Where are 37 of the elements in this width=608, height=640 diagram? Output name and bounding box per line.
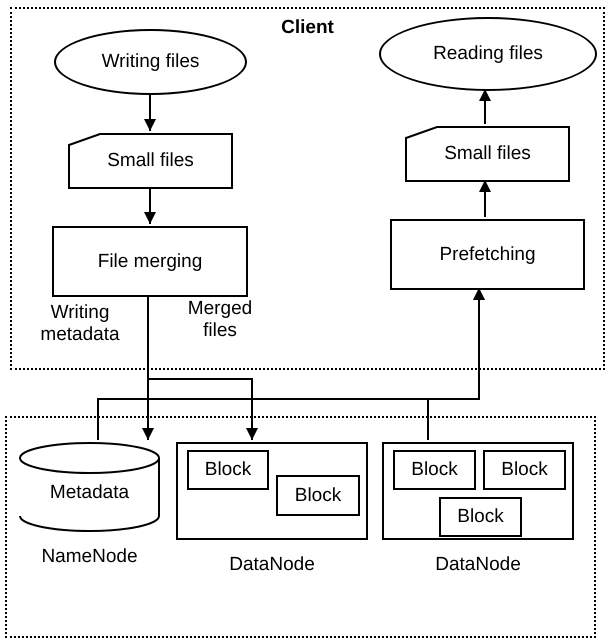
arrow [427,288,485,440]
node-label: Block [411,459,458,481]
process-box [176,442,368,540]
arrow [147,295,258,440]
node-label: Writing files [102,51,200,73]
arrow [479,89,491,124]
node-label: Block [501,459,548,481]
process-box [439,497,522,537]
node-caption: DataNode [228,554,316,576]
node-label: Reading files [433,43,543,65]
process-box [483,450,566,490]
node-caption: DataNode [434,554,522,576]
node-label: File merging [98,250,202,272]
card-shape [405,126,570,182]
node-label: Small files [107,150,194,172]
process-box [390,219,585,290]
node-label: Block [294,484,342,506]
process-box [187,450,269,490]
node-label: Block [457,506,504,528]
card-shape [68,133,233,189]
process-box [382,442,574,540]
node-caption: NameNode [40,546,139,568]
process-box [393,450,476,490]
node-label: Prefetching [439,244,536,266]
process-ellipse [54,29,247,95]
process-box [52,226,248,297]
process-ellipse [379,17,597,91]
arrow [144,93,156,131]
node-label: Small files [444,143,531,165]
region-title: Client [280,17,335,39]
arrow [479,180,491,217]
process-box [276,475,360,516]
dotted-region [5,416,596,638]
database-cylinder [19,442,160,532]
node-label: Metadata [50,482,130,504]
arrow [144,187,156,224]
node-label: Block [204,459,252,481]
